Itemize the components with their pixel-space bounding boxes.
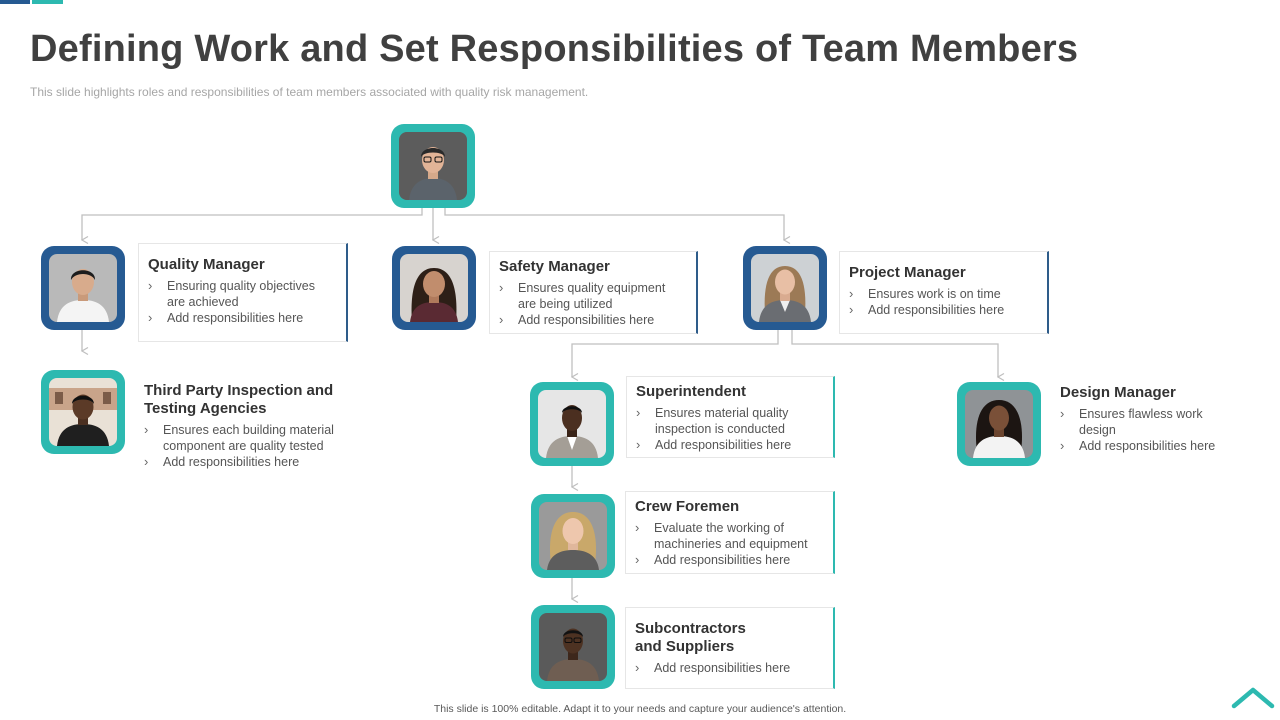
connector-to-superintendent: [572, 330, 779, 377]
responsibility-list: Ensures material quality inspection is c…: [636, 405, 823, 453]
photo-design-manager: [957, 382, 1041, 466]
responsibility-item: Add responsibilities here: [148, 310, 336, 326]
photo-superintendent: [530, 382, 614, 466]
person-avatar-icon: [400, 254, 468, 322]
photo-safety-manager: [392, 246, 476, 330]
person-avatar-icon: [399, 132, 467, 200]
responsibility-item: Add responsibilities here: [499, 312, 686, 328]
card-subcontractors: Subcontractors and Suppliers Add respons…: [625, 607, 835, 689]
house-chevron-icon: [1231, 687, 1275, 709]
photo-top-executive: [391, 124, 475, 208]
top-accent-bar-navy: [0, 0, 30, 4]
person-avatar-icon: [538, 390, 606, 458]
connector-to-design-manager: [791, 330, 998, 377]
card-design-manager: Design Manager Ensures flawless work des…: [1051, 372, 1266, 466]
responsibility-item: Add responsibilities here: [1060, 438, 1256, 454]
card-crew-foremen: Crew Foremen Evaluate the working of mac…: [625, 491, 835, 574]
photo-third-party: [41, 370, 125, 454]
responsibility-list: Ensures flawless work design Add respons…: [1060, 406, 1256, 454]
person-avatar-icon: [49, 254, 117, 322]
photo-project-manager: [743, 246, 827, 330]
responsibility-item: Ensures quality equipment are being util…: [499, 280, 686, 312]
responsibility-item: Add responsibilities here: [849, 302, 1037, 318]
role-title: Quality Manager: [148, 256, 265, 273]
person-avatar-icon: [751, 254, 819, 322]
top-accent-bar-teal: [32, 0, 63, 4]
responsibility-list: Evaluate the working of machineries and …: [635, 520, 823, 568]
card-superintendent: Superintendent Ensures material quality …: [626, 376, 835, 458]
role-title: Safety Manager: [499, 258, 610, 275]
role-title: Design Manager: [1060, 384, 1176, 401]
responsibility-item: Ensuring quality objectives are achieved: [148, 278, 336, 310]
slide-subtitle: This slide highlights roles and responsi…: [30, 85, 589, 99]
responsibility-item: Ensures material quality inspection is c…: [636, 405, 823, 437]
slide-footer: This slide is 100% editable. Adapt it to…: [433, 703, 847, 715]
responsibility-item: Ensures work is on time: [849, 286, 1037, 302]
card-quality-manager: Quality Manager Ensuring quality objecti…: [138, 243, 348, 342]
responsibility-list: Ensuring quality objectives are achieved…: [148, 278, 336, 326]
person-avatar-icon: [49, 378, 117, 446]
photo-subcontractors: [531, 605, 615, 689]
card-third-party: Third Party Inspection and Testing Agenc…: [135, 370, 357, 474]
responsibility-item: Add responsibilities here: [635, 552, 823, 568]
responsibility-list: Ensures work is on time Add responsibili…: [849, 286, 1037, 318]
responsibility-list: Ensures each building material component…: [144, 422, 347, 470]
responsibility-item: Add responsibilities here: [636, 437, 823, 453]
connector-to-quality-manager: [82, 207, 423, 240]
role-title: Project Manager: [849, 264, 966, 281]
person-avatar-icon: [965, 390, 1033, 458]
role-title: Superintendent: [636, 383, 747, 400]
photo-crew-foremen: [531, 494, 615, 578]
responsibility-item: Ensures flawless work design: [1060, 406, 1239, 438]
role-title: Crew Foremen: [635, 498, 740, 515]
responsibility-item: Add responsibilities here: [144, 454, 347, 470]
person-avatar-icon: [539, 502, 607, 570]
responsibility-list: Ensures quality equipment are being util…: [499, 280, 686, 328]
slide-title: Defining Work and Set Responsibilities o…: [30, 28, 1079, 70]
responsibility-item: Evaluate the working of machineries and …: [635, 520, 829, 552]
card-project-manager: Project Manager Ensures work is on time …: [839, 251, 1049, 334]
person-avatar-icon: [539, 613, 607, 681]
connector-to-project-manager: [444, 207, 784, 240]
photo-quality-manager: [41, 246, 125, 330]
role-title: Subcontractors and Suppliers: [635, 620, 746, 655]
role-title: Third Party Inspection and Testing Agenc…: [144, 382, 334, 417]
responsibility-item: Ensures each building material component…: [144, 422, 347, 454]
responsibility-list: Add responsibilities here: [635, 660, 823, 676]
responsibility-item: Add responsibilities here: [635, 660, 823, 676]
card-safety-manager: Safety Manager Ensures quality equipment…: [489, 251, 698, 334]
